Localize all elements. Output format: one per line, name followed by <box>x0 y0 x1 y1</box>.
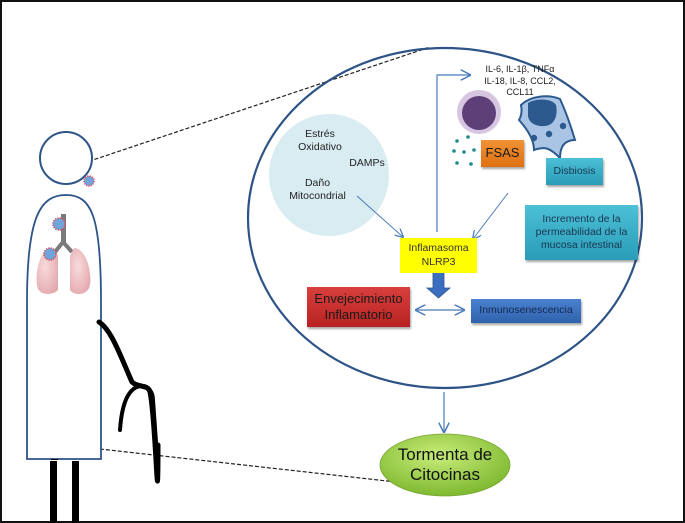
cane <box>96 319 161 484</box>
tormenta-line2: Citocinas <box>410 465 480 485</box>
secreted-particles-dots <box>452 135 476 166</box>
zoom-circle <box>246 46 644 390</box>
arrow-inflamasoma-to-cytokines <box>436 75 470 232</box>
inflamasoma-line2: NLRP3 <box>421 255 456 268</box>
tormenta-ellipse <box>379 433 511 497</box>
person-leg-left <box>51 459 58 460</box>
envejecimiento-box: Envejecimiento Inflamatorio <box>307 287 410 327</box>
inflamasoma-box: Inflamasoma NLRP3 <box>400 238 477 273</box>
factor-dano-line1: Daño <box>304 177 331 189</box>
person-head <box>39 131 93 185</box>
envejecimiento-line1: Envejecimiento <box>314 290 403 306</box>
cytokines-line3: CCL11 <box>506 87 534 98</box>
permeabilidad-line3: mucosa intestinal <box>540 239 623 252</box>
permeabilidad-line2: permeabilidad de la <box>535 225 628 238</box>
cytokines-line2: IL-18, IL-8, CCL2, <box>484 75 556 86</box>
fsas-box: FSAS <box>481 140 524 167</box>
virus-icon <box>43 175 95 261</box>
cytokines-line1: IL-6, IL-1β, TNFα <box>485 64 555 74</box>
tormenta-line1: Tormenta de <box>397 445 493 464</box>
dendritic-cell-icon <box>517 95 577 161</box>
arrow-down-thick <box>425 271 452 299</box>
factor-dano-line2: Mitocondrial <box>289 190 346 203</box>
zoom-line-bottom <box>81 446 451 489</box>
factors-bubble <box>269 114 389 236</box>
cane-hook <box>118 383 158 444</box>
lymphocyte-cell <box>462 96 496 130</box>
factor-damps: DAMPs <box>349 157 385 169</box>
inmunosenescencia-box: Inmunosenescencia <box>471 299 581 323</box>
factor-estres-line1: Estrés <box>305 128 335 140</box>
permeabilidad-line1: Incremento de la <box>542 212 621 225</box>
inflamasoma-line1: Inflamasoma <box>408 242 469 255</box>
permeabilidad-box: Incremento de la permeabilidad de la muc… <box>525 205 638 260</box>
lungs-icon <box>36 214 91 295</box>
tormenta-label: Tormenta de Citocinas <box>385 445 505 486</box>
person-right-leg <box>72 461 79 523</box>
factor-dano: Daño Mitocondrial <box>280 177 355 203</box>
envejecimiento-line2: Inflamatorio <box>324 307 393 322</box>
zoom-line-top <box>65 46 431 170</box>
arrow-dysbiosis-to-inflamasoma <box>473 192 509 239</box>
arrow-factors-to-inflamasoma <box>356 195 403 237</box>
person-left-leg <box>50 461 57 523</box>
disbiosis-box: Disbiosis <box>546 158 603 185</box>
cytokines-label: IL-6, IL-1β, TNFα IL-18, IL-8, CCL2, CCL… <box>470 64 570 99</box>
factor-estres: Estrés Oxidativo <box>285 128 355 154</box>
factor-estres-line2: Oxidativo <box>298 141 342 154</box>
